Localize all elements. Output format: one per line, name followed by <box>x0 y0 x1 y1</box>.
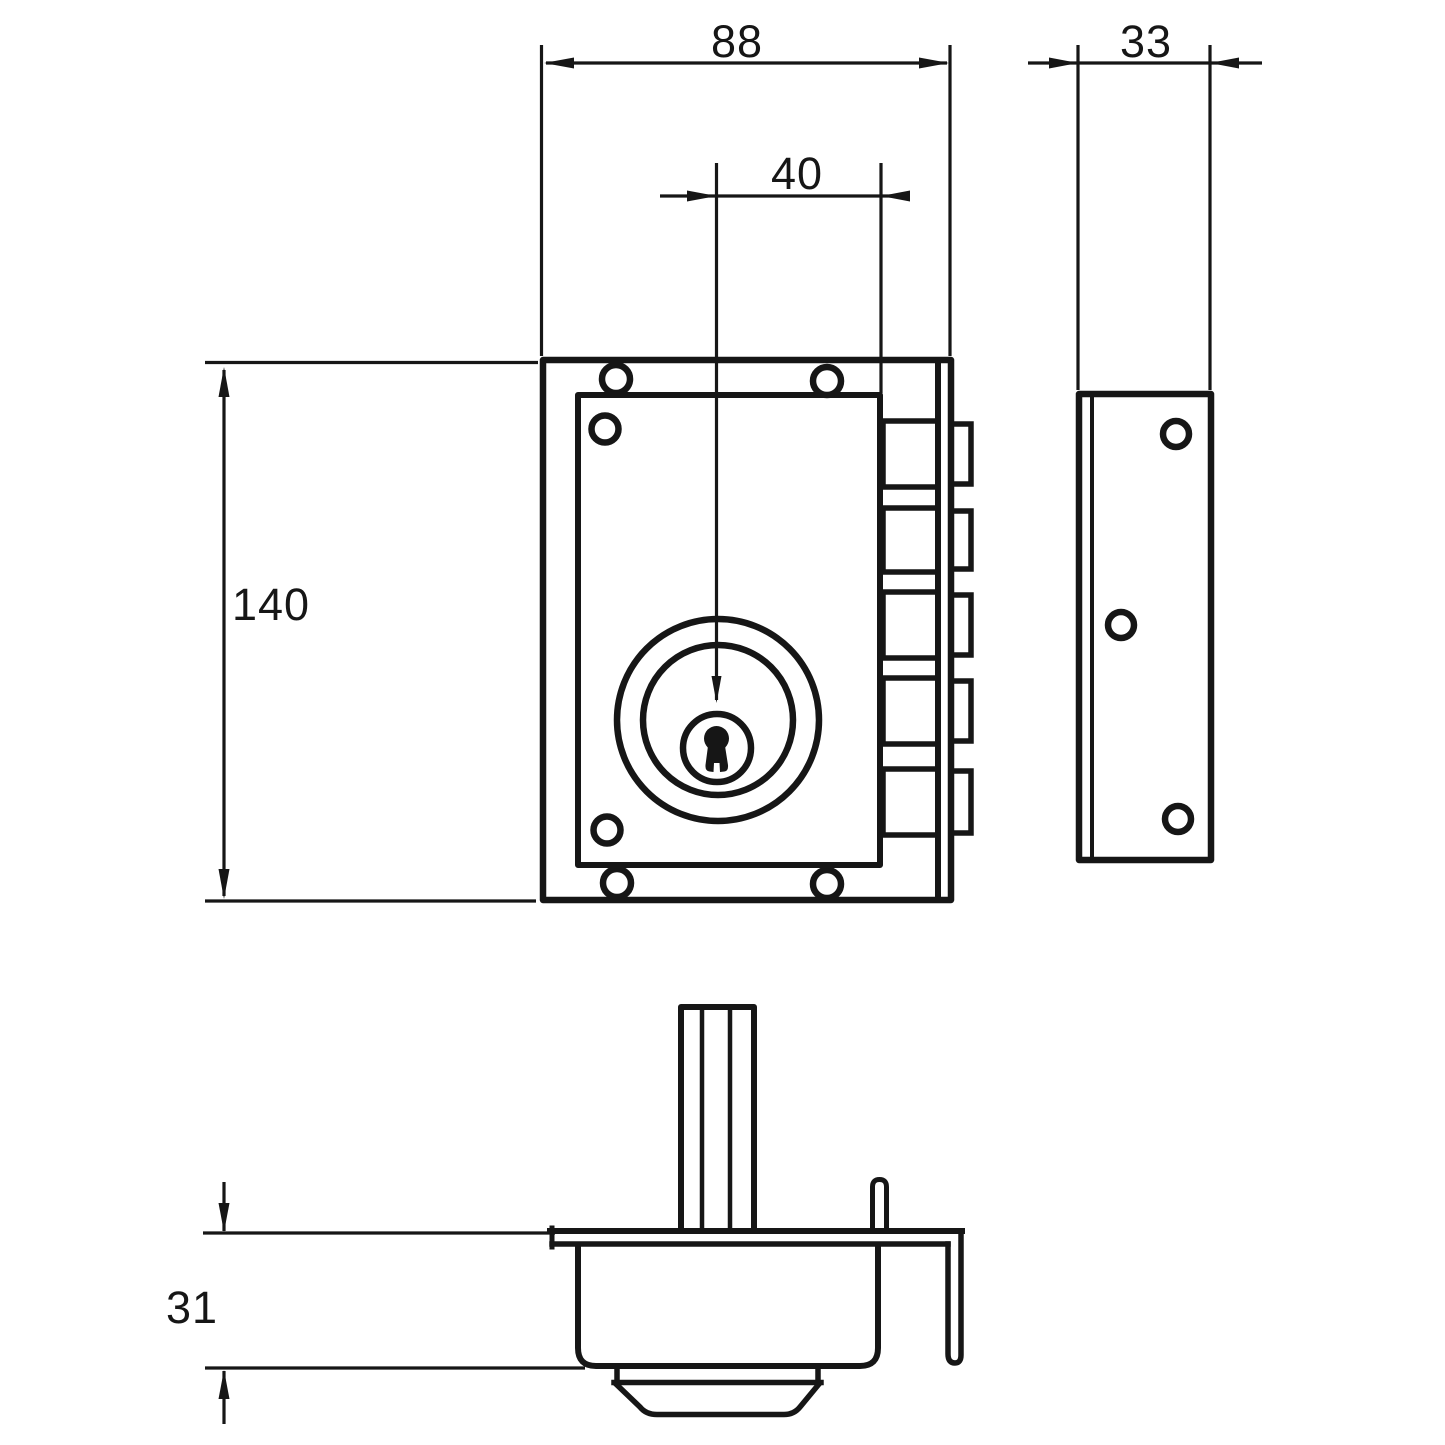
bolt-block <box>880 418 941 490</box>
dimension-depth-33: 33 <box>1028 16 1262 390</box>
screw-hole <box>1104 608 1138 642</box>
pin-outline <box>870 1177 889 1232</box>
arrowhead-right-icon <box>1049 57 1078 69</box>
mounting-screw <box>598 361 634 397</box>
cylinder-keyway-ring <box>679 710 755 786</box>
side-plate-outline <box>1075 390 1215 864</box>
bolt-block <box>880 766 941 838</box>
bolt-block <box>880 589 941 661</box>
mounting-screw <box>590 813 624 847</box>
bottom-view <box>547 1004 965 1418</box>
cylinder-rosette-outline <box>612 1380 823 1418</box>
arrowhead-right-icon <box>919 57 949 69</box>
cover-plate-outline <box>575 392 883 868</box>
arrowhead-left-icon <box>544 57 574 69</box>
mounting-screw <box>809 866 845 902</box>
dimension-projection-31: 31 <box>166 1182 585 1424</box>
arrowhead-right-icon <box>687 190 717 202</box>
keyhole-icon <box>704 726 729 772</box>
dimension-label-33: 33 <box>1120 16 1172 67</box>
cylinder-collar <box>611 1364 824 1386</box>
arrowhead-left-icon <box>1210 57 1239 69</box>
bolt-block <box>880 505 941 575</box>
arrowhead-down-icon <box>218 869 230 899</box>
shaft-outline <box>678 1004 757 1233</box>
screw-hole <box>1161 802 1195 836</box>
dimension-label-88: 88 <box>711 16 763 67</box>
dimension-width-88: 88 <box>539 16 952 356</box>
l-bracket-outline <box>945 1228 964 1366</box>
mounting-screw <box>599 865 635 901</box>
dimension-cylinder-offset-40: 40 <box>660 148 910 703</box>
mounting-screw <box>588 412 622 446</box>
screw-hole <box>1159 417 1193 451</box>
lock-case-outline <box>539 356 955 904</box>
dimension-height-140: 140 <box>205 360 538 903</box>
bolt-block <box>880 675 941 747</box>
arrowhead-down-icon <box>218 1203 230 1232</box>
arrowhead-up-icon <box>218 367 230 397</box>
cylinder-housing-outline <box>575 1243 881 1369</box>
dimension-label-40: 40 <box>771 148 823 199</box>
arrowhead-left-icon <box>881 190 910 202</box>
front-view <box>539 356 974 904</box>
arrowhead-up-icon <box>218 1370 230 1399</box>
mounting-screw <box>809 363 845 399</box>
dimension-label-140: 140 <box>232 579 310 630</box>
dimension-label-31: 31 <box>166 1282 218 1333</box>
side-view <box>1075 390 1215 864</box>
arrowhead-down-icon <box>711 676 722 703</box>
